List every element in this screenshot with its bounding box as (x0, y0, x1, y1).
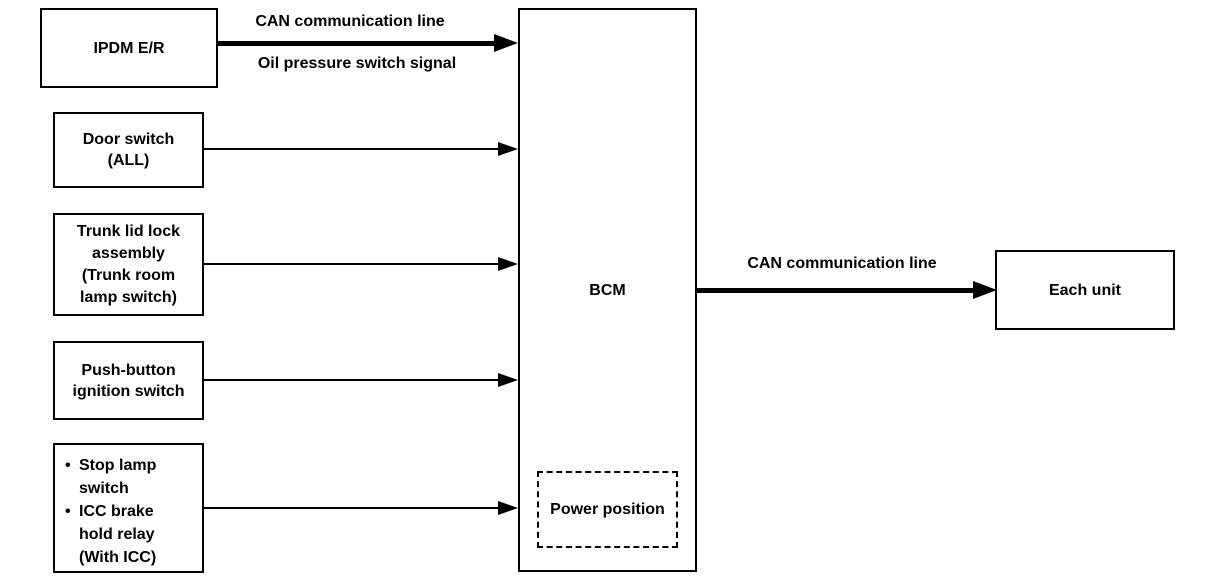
node-power-position: Power position (537, 471, 678, 548)
arrow-line-bcm-to-each-unit (697, 288, 973, 293)
arrow-line-stop-to-bcm (204, 507, 498, 509)
arrow-line-trunk-to-bcm (204, 263, 498, 265)
arrow-line-push-to-bcm (204, 379, 498, 381)
arrowhead-ipdm-to-bcm (494, 34, 518, 52)
node-push-button-ignition: Push-button ignition switch (53, 341, 204, 420)
arrowhead-trunk-to-bcm (498, 257, 518, 271)
arrowhead-stop-to-bcm (498, 501, 518, 515)
node-each-unit-label: Each unit (1048, 281, 1121, 299)
node-door-switch: Door switch (ALL) (53, 112, 204, 188)
arrowhead-door-to-bcm (498, 142, 518, 156)
label-can-communication-line-top: CAN communication line (255, 13, 445, 30)
node-power-position-label: Power position (550, 500, 665, 518)
arrow-line-ipdm-to-bcm (218, 41, 496, 46)
icc-brake-item-text: ICC brake hold relay (With ICC) (79, 503, 157, 566)
node-trunk-lid-lock-label: Trunk lid lock assembly (Trunk room lamp… (76, 222, 181, 306)
node-door-switch-label: Door switch (ALL) (82, 131, 175, 169)
icc-brake-item: • ICC brake hold relay (With ICC) (65, 500, 196, 569)
node-ipdm-er-label: IPDM E/R (93, 39, 165, 57)
arrow-line-door-to-bcm (204, 148, 498, 150)
label-can-communication-line-right: CAN communication line (747, 255, 937, 272)
node-stop-lamp-icc: • Stop lamp switch • ICC brake hold rela… (53, 443, 204, 573)
label-oil-pressure-switch-signal: Oil pressure switch signal (257, 55, 457, 72)
stop-lamp-item-text: Stop lamp switch (79, 457, 157, 497)
node-ipdm-er: IPDM E/R (40, 8, 218, 88)
bullet-icon: • (65, 457, 71, 474)
node-bcm-label: BCM (589, 281, 626, 299)
node-each-unit: Each unit (995, 250, 1175, 330)
node-push-button-ignition-label: Push-button ignition switch (72, 361, 185, 400)
arrowhead-bcm-to-each-unit (973, 281, 997, 299)
node-trunk-lid-lock: Trunk lid lock assembly (Trunk room lamp… (53, 213, 204, 316)
stop-lamp-item: • Stop lamp switch (65, 454, 196, 500)
arrowhead-push-to-bcm (498, 373, 518, 387)
bullet-icon: • (65, 503, 71, 520)
